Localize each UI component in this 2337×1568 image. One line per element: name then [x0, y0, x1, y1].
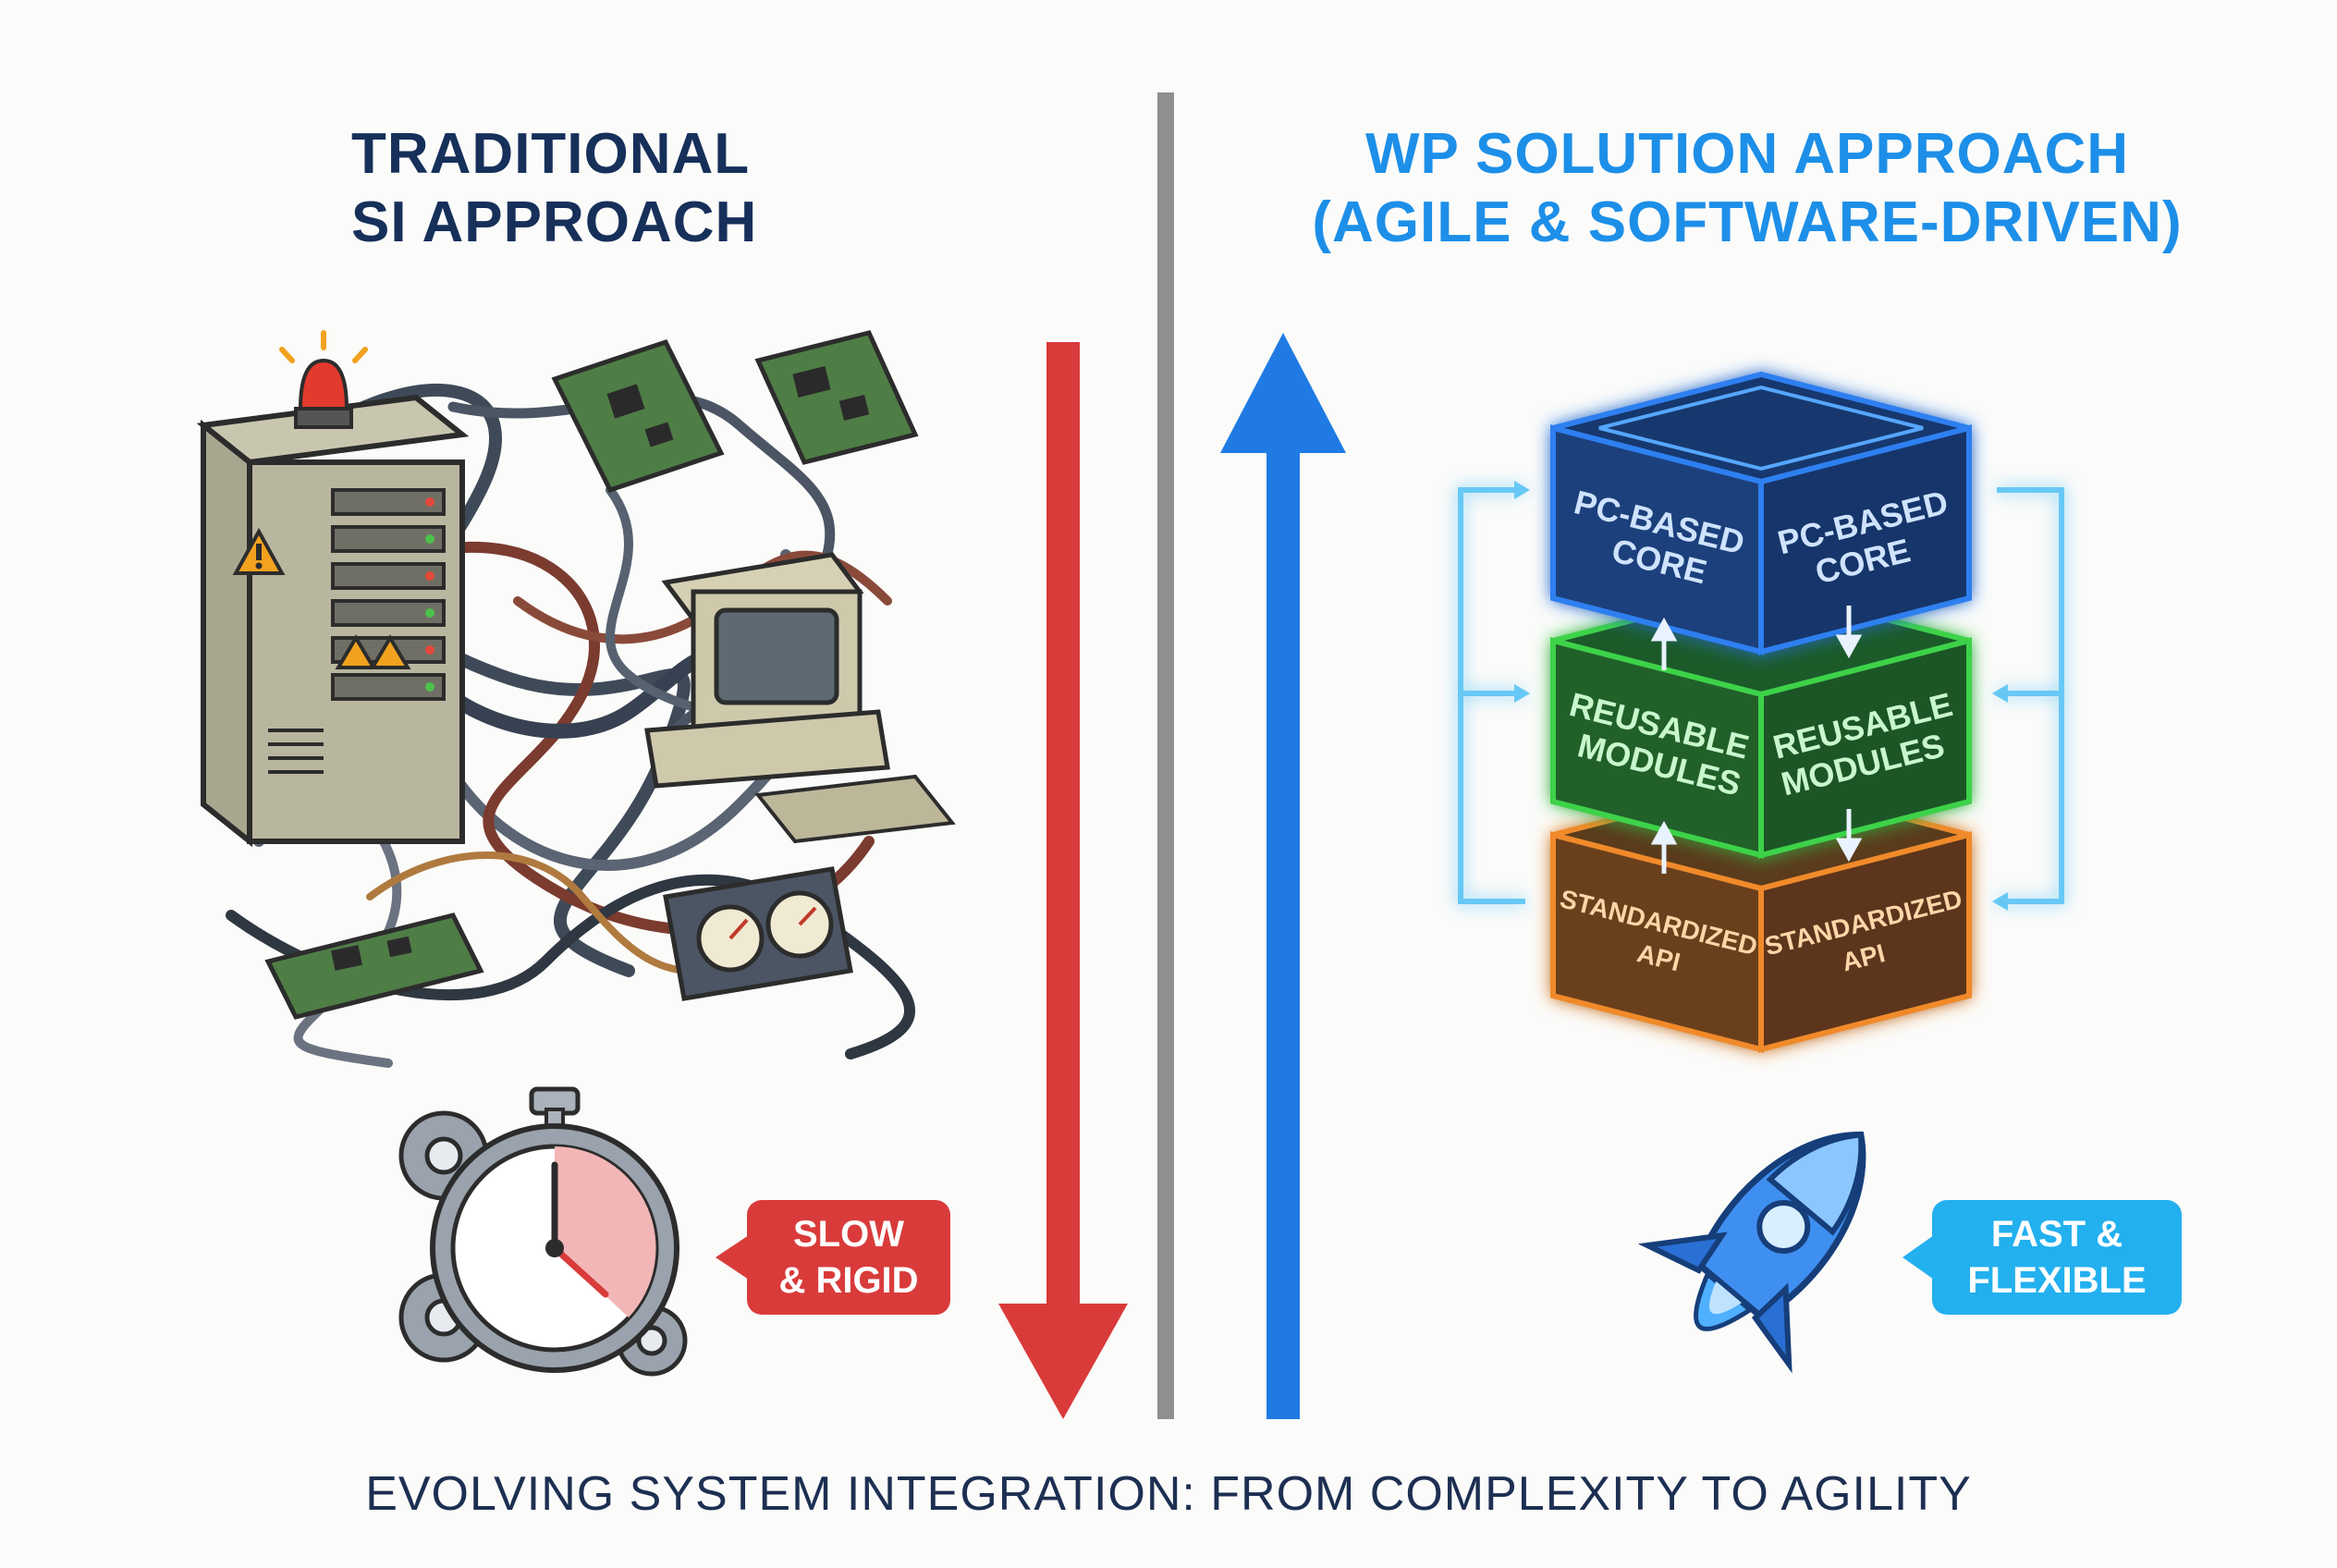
slow-rigid-badge: SLOW & RIGID	[716, 1200, 950, 1315]
tangled-hardware-illustration	[196, 330, 956, 1068]
alarm-light-icon	[279, 330, 368, 429]
left-title-line1: TRADITIONAL	[351, 122, 751, 186]
circuit-board-icon	[264, 330, 919, 1020]
slow-badge-line1: SLOW	[793, 1214, 904, 1255]
fast-badge-line2: FLEXIBLE	[1967, 1260, 2147, 1301]
center-divider	[1157, 92, 1174, 1419]
warning-icon	[232, 527, 411, 669]
crt-computer-icon	[644, 552, 956, 844]
stopwatch-illustration	[398, 1086, 688, 1377]
layered-stack-icon: PC-BASED CORE PC-BASED CORE REUSABLE MOD…	[1458, 371, 2064, 1053]
down-arrow-icon	[998, 342, 1128, 1419]
right-title-line2: (AGILE & SOFTWARE-DRIVEN)	[1312, 190, 2183, 255]
right-title-line1: WP SOLUTION APPROACH	[1364, 122, 2130, 186]
stopwatch-icon	[430, 1086, 679, 1373]
left-title-line2: SI APPROACH	[351, 190, 758, 255]
rocket-icon	[1637, 1131, 1866, 1374]
reusable-modules-layer	[1550, 583, 1972, 859]
gauge-panel-icon	[663, 866, 853, 1001]
slow-badge-line2: & RIGID	[778, 1260, 919, 1301]
right-title: WP SOLUTION APPROACH (AGILE & SOFTWARE-D…	[1230, 120, 2265, 258]
left-title: TRADITIONAL SI APPROACH	[351, 120, 832, 258]
pc-based-core-layer	[1550, 371, 1972, 655]
server-cabinet-icon	[196, 394, 470, 848]
fast-flexible-badge: FAST & FLEXIBLE	[1903, 1200, 2182, 1315]
up-arrow-icon	[1220, 333, 1346, 1419]
fast-badge-line1: FAST &	[1990, 1214, 2123, 1255]
footer-caption: EVOLVING SYSTEM INTEGRATION: FROM COMPLE…	[365, 1467, 1972, 1521]
